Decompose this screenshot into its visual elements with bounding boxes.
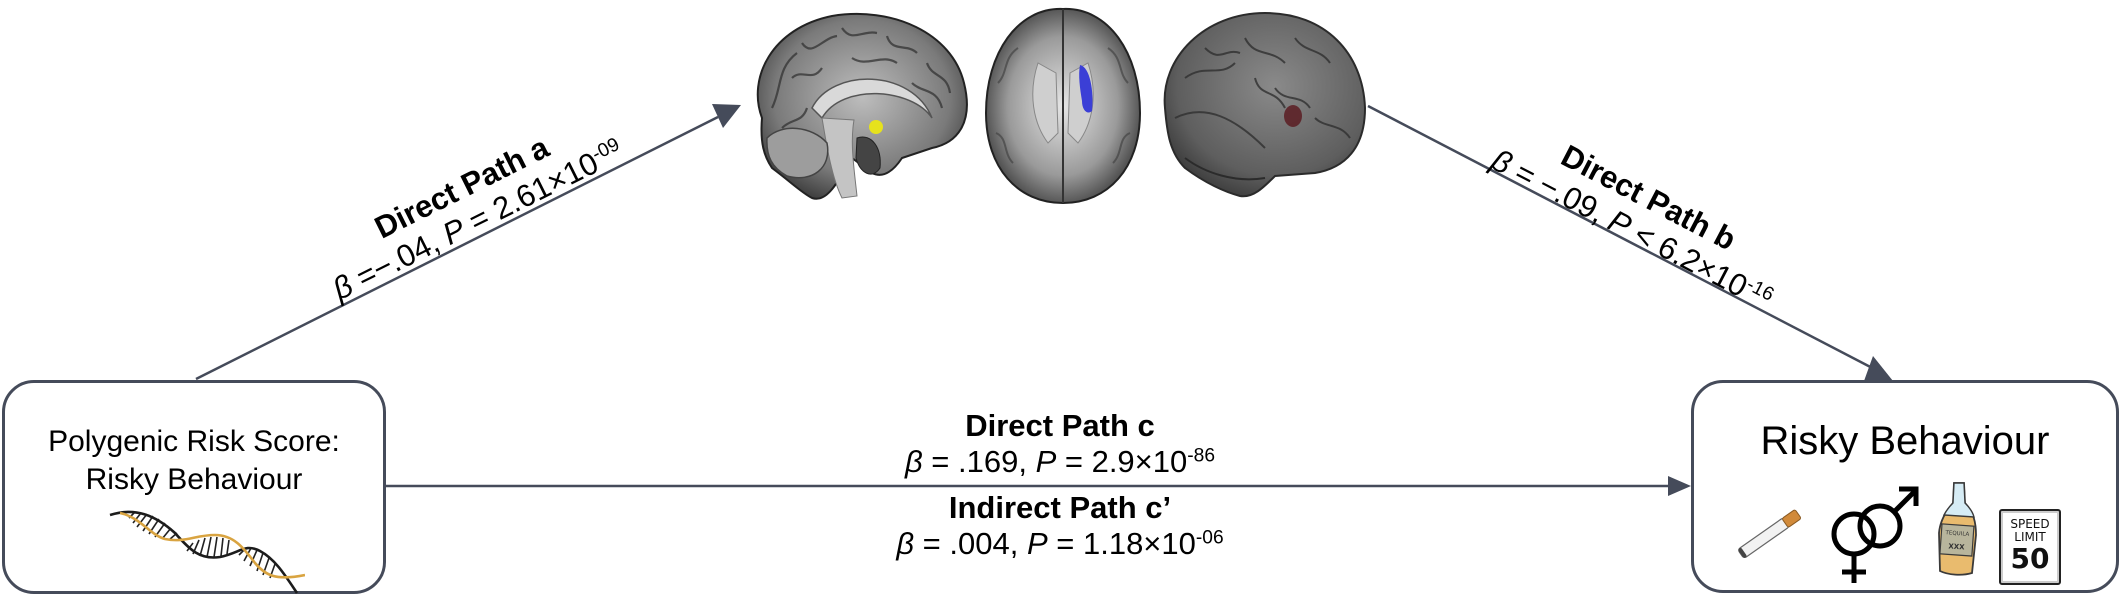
predictor-title-line1: Polygenic Risk Score: xyxy=(48,425,340,458)
beta-symbol: β xyxy=(904,444,923,479)
gender-symbols-icon xyxy=(1831,486,1919,583)
mediator-node xyxy=(740,0,1380,210)
predictor-node: Polygenic Risk Score: Risky Behaviour xyxy=(2,380,386,594)
path-c-prime-title: Indirect Path c’ xyxy=(948,490,1172,525)
path-c-prime-stats: β = .004, P = 1.18×10-06 xyxy=(820,526,1300,562)
outcome-title: Risky Behaviour xyxy=(1760,419,2050,463)
path-c-p: = 2.9×10 xyxy=(1056,444,1188,479)
path-c-stats: β = .169, P = 2.9×10-86 xyxy=(820,444,1300,480)
path-c-prime-p: = 1.18×10 xyxy=(1047,526,1196,561)
lateral-brain-surface xyxy=(1163,11,1367,198)
speed-limit-sign-icon: SPEED LIMIT 50 xyxy=(1999,509,2061,585)
path-c-beta: = .169, xyxy=(922,444,1036,479)
path-c-prime-label: Indirect Path c’ β = .004, P = 1.18×10-0… xyxy=(820,490,1300,562)
axial-highlight xyxy=(1079,65,1093,113)
path-b-arrow xyxy=(1367,104,1881,374)
p-symbol: P xyxy=(1026,526,1048,561)
sagittal-highlight xyxy=(869,120,883,134)
tequila-bottle-icon: TEQUILA XXX xyxy=(1938,482,1977,576)
path-c-title: Direct Path c xyxy=(965,408,1155,443)
p-symbol: P xyxy=(1035,444,1057,479)
sign-number: 50 xyxy=(2010,542,2050,575)
bottle-label-top: TEQUILA xyxy=(1944,530,1969,538)
sign-line1: SPEED xyxy=(2010,517,2050,531)
path-a-arrow xyxy=(195,115,719,381)
cigarette-icon xyxy=(1738,509,1802,558)
outcome-node: Risky Behaviour TEQUILA XXX SPEED LIMIT … xyxy=(1691,380,2119,593)
path-c-prime-beta: = .004, xyxy=(914,526,1027,561)
path-c-arrowhead xyxy=(1668,476,1691,496)
path-c-p-exponent: -86 xyxy=(1187,445,1216,467)
sign-line2: LIMIT xyxy=(2014,530,2046,544)
path-b-arrowhead xyxy=(1864,356,1893,381)
path-a-arrowhead xyxy=(712,104,741,128)
lateral-highlight xyxy=(1284,105,1302,127)
dna-helix-icon xyxy=(109,510,305,594)
sagittal-brain-slice xyxy=(756,12,968,200)
beta-symbol: β xyxy=(896,526,915,561)
path-c-label: Direct Path c β = .169, P = 2.9×10-86 xyxy=(820,408,1300,480)
predictor-title-line2: Risky Behaviour xyxy=(85,463,303,496)
path-c-prime-p-exponent: -06 xyxy=(1195,527,1224,549)
axial-brain-slice xyxy=(984,7,1142,205)
bottle-label-bottom: XXX xyxy=(1948,542,1965,551)
